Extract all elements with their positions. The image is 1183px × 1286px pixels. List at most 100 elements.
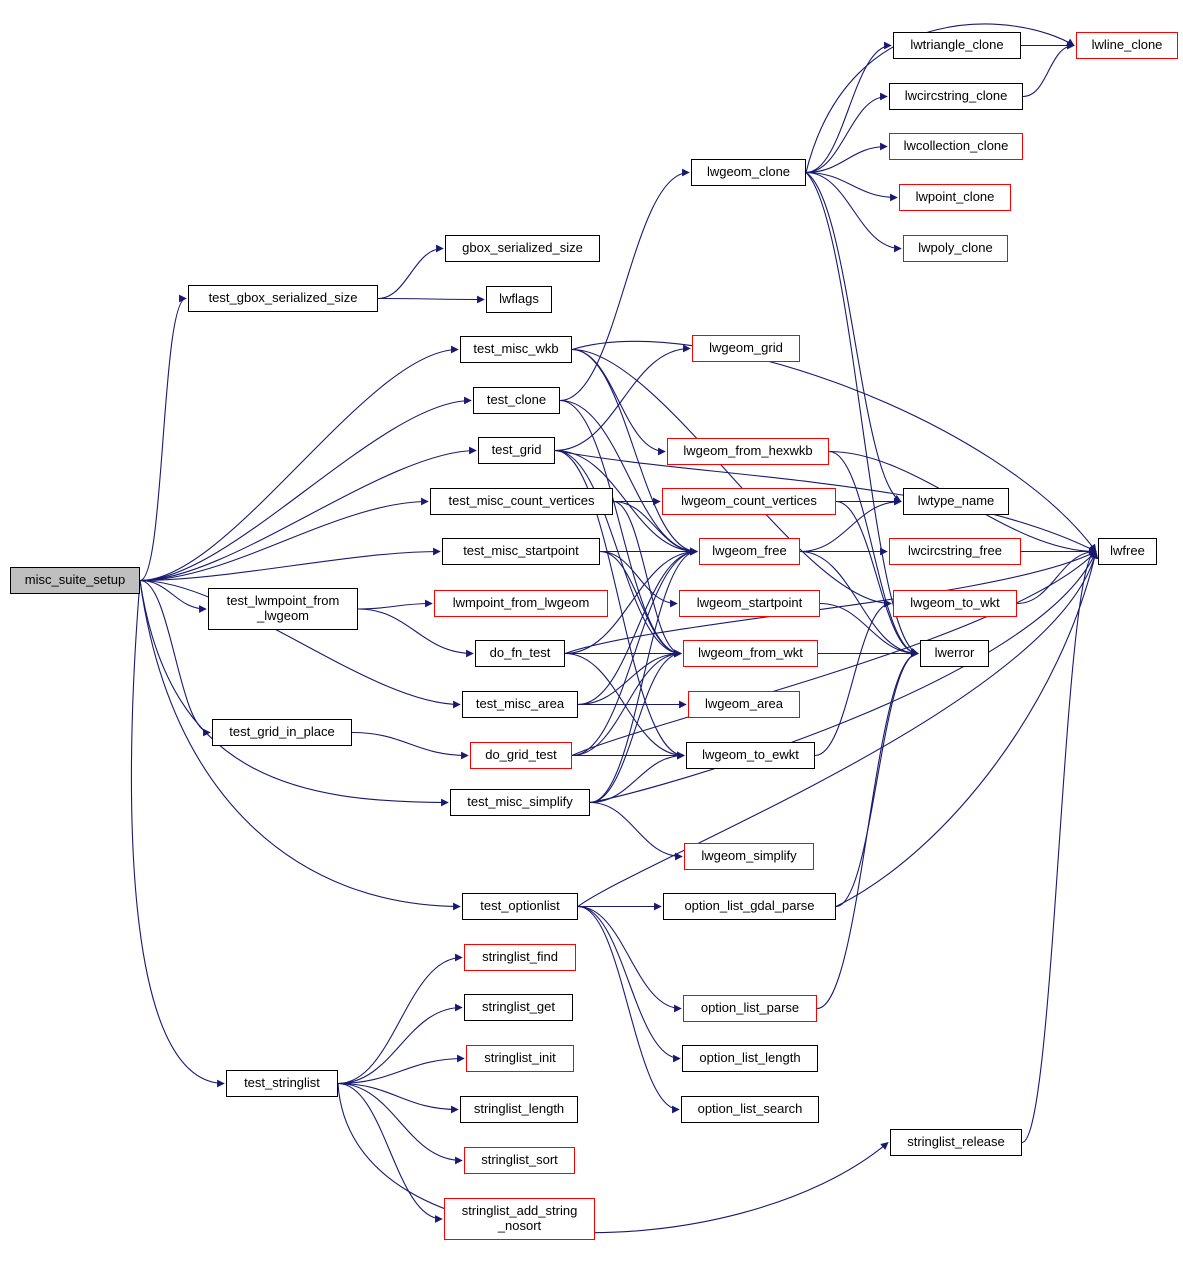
node-label: lwpoint_clone — [915, 189, 995, 205]
node-test_misc_area[interactable]: test_misc_area — [462, 691, 578, 718]
node-lwgeom_count_vertices[interactable]: lwgeom_count_vertices — [662, 488, 836, 515]
node-label: test_clone — [486, 392, 547, 408]
edge-test_misc_wkb-to-lwgeom_to_wkt — [571, 348, 892, 608]
node-lwgeom_clone[interactable]: lwgeom_clone — [691, 159, 806, 186]
node-label: do_grid_test — [485, 747, 557, 763]
node-lwtriangle_clone[interactable]: lwtriangle_clone — [893, 32, 1021, 59]
node-lwerror[interactable]: lwerror — [920, 640, 989, 667]
node-do_fn_test[interactable]: do_fn_test — [475, 640, 565, 667]
node-label: stringlist_add_string _nosort — [461, 1203, 578, 1233]
node-stringlist_find[interactable]: stringlist_find — [464, 944, 576, 971]
edge-test_misc_startpoint-to-lwgeom_from_wkt — [599, 550, 682, 658]
edge-misc_suite_setup-to-test_misc_wkb — [139, 345, 459, 582]
edge-test_stringlist-to-stringlist_add_string_nosort — [337, 1082, 443, 1223]
edge-misc_suite_setup-to-test_clone — [139, 396, 472, 582]
edge-test_misc_simplify-to-lwgeom_to_ewkt — [589, 751, 685, 804]
node-test_grid[interactable]: test_grid — [478, 437, 555, 464]
node-test_grid_in_place[interactable]: test_grid_in_place — [212, 719, 352, 746]
edge-do_grid_test-to-lwgeom_free — [571, 547, 698, 757]
edge-test_stringlist-to-stringlist_sort — [337, 1082, 463, 1165]
node-lwgeom_free[interactable]: lwgeom_free — [699, 538, 800, 565]
node-stringlist_add_string_nosort[interactable]: stringlist_add_string _nosort — [444, 1198, 595, 1240]
node-stringlist_release[interactable]: stringlist_release — [890, 1129, 1022, 1156]
node-label: lwgeom_to_wkt — [910, 595, 1000, 611]
edge-misc_suite_setup-to-test_gbox_serialized_size — [139, 294, 187, 582]
edge-test_optionlist-to-option_list_parse — [577, 905, 682, 1013]
node-label: lwflags — [499, 291, 539, 307]
edge-test_stringlist-to-stringlist_length — [337, 1082, 459, 1114]
edge-do_fn_test-to-lwgeom_free — [564, 547, 698, 655]
node-lwcircstring_clone[interactable]: lwcircstring_clone — [889, 83, 1023, 110]
node-lwline_clone[interactable]: lwline_clone — [1076, 32, 1178, 59]
node-label: option_list_search — [697, 1101, 803, 1117]
node-lwpoly_clone[interactable]: lwpoly_clone — [903, 235, 1008, 262]
node-label: test_stringlist — [244, 1075, 320, 1091]
node-option_list_parse[interactable]: option_list_parse — [683, 995, 817, 1022]
node-stringlist_length[interactable]: stringlist_length — [460, 1096, 578, 1123]
node-label: lwgeom_from_wkt — [698, 645, 803, 661]
node-lwgeom_startpoint[interactable]: lwgeom_startpoint — [679, 590, 820, 617]
node-lwcollection_clone[interactable]: lwcollection_clone — [889, 133, 1023, 160]
node-test_gbox_serialized_size[interactable]: test_gbox_serialized_size — [188, 285, 378, 312]
node-lwflags[interactable]: lwflags — [486, 286, 552, 313]
node-lwcircstring_free[interactable]: lwcircstring_free — [889, 538, 1021, 565]
edge-test_misc_wkb-to-lwgeom_free — [571, 348, 698, 556]
node-test_stringlist[interactable]: test_stringlist — [226, 1070, 338, 1097]
edge-test_lwmpoint_from_lwgeom-to-lwmpoint_from_lwgeom — [357, 599, 433, 610]
node-label: lwtriangle_clone — [910, 37, 1004, 53]
edge-misc_suite_setup-to-test_optionlist — [139, 580, 461, 911]
node-misc_suite_setup[interactable]: misc_suite_setup — [10, 567, 140, 594]
edge-test_grid_in_place-to-do_grid_test — [351, 731, 469, 760]
node-stringlist_get[interactable]: stringlist_get — [464, 994, 573, 1021]
edge-misc_suite_setup-to-test_misc_simplify — [139, 580, 449, 807]
node-test_misc_simplify[interactable]: test_misc_simplify — [450, 789, 590, 816]
node-test_optionlist[interactable]: test_optionlist — [462, 893, 578, 920]
node-label: test_gbox_serialized_size — [208, 290, 358, 306]
node-lwfree[interactable]: lwfree — [1098, 538, 1157, 565]
node-label: lwerror — [934, 645, 975, 661]
node-lwmpoint_from_lwgeom[interactable]: lwmpoint_from_lwgeom — [434, 590, 608, 617]
edge-lwgeom_clone-to-lwcircstring_clone — [805, 92, 888, 174]
node-lwgeom_area[interactable]: lwgeom_area — [688, 691, 800, 718]
node-gbox_serialized_size[interactable]: gbox_serialized_size — [445, 235, 600, 262]
edge-test_misc_simplify-to-lwgeom_from_wkt — [589, 649, 682, 804]
node-lwgeom_to_ewkt[interactable]: lwgeom_to_ewkt — [686, 742, 815, 769]
edge-test_stringlist-to-stringlist_init — [337, 1054, 465, 1085]
node-test_misc_count_vertices[interactable]: test_misc_count_vertices — [430, 488, 613, 515]
edge-lwgeom_clone-to-lwline_clone — [805, 23, 1075, 173]
node-label: lwgeom_area — [704, 696, 784, 712]
node-lwpoint_clone[interactable]: lwpoint_clone — [899, 184, 1011, 211]
node-lwtype_name[interactable]: lwtype_name — [903, 488, 1009, 515]
edge-test_clone-to-lwgeom_from_wkt — [559, 399, 682, 658]
node-option_list_length[interactable]: option_list_length — [682, 1045, 818, 1072]
edge-misc_suite_setup-to-test_grid — [139, 446, 477, 582]
node-label: lwgeom_simplify — [701, 848, 797, 864]
node-stringlist_sort[interactable]: stringlist_sort — [464, 1147, 575, 1174]
node-test_misc_startpoint[interactable]: test_misc_startpoint — [442, 538, 600, 565]
node-label: test_optionlist — [480, 898, 560, 914]
node-option_list_gdal_parse[interactable]: option_list_gdal_parse — [663, 893, 836, 920]
node-stringlist_init[interactable]: stringlist_init — [466, 1045, 574, 1072]
node-test_lwmpoint_from_lwgeom[interactable]: test_lwmpoint_from _lwgeom — [208, 588, 358, 630]
edge-lwgeom_to_wkt-to-lwfree — [1016, 547, 1097, 605]
edge-test_misc_count_vertices-to-lwgeom_free — [612, 500, 698, 556]
node-label: lwgeom_to_ewkt — [702, 747, 799, 763]
node-option_list_search[interactable]: option_list_search — [681, 1096, 819, 1123]
node-label: option_list_length — [699, 1050, 801, 1066]
node-label: stringlist_find — [482, 949, 558, 965]
node-lwgeom_from_wkt[interactable]: lwgeom_from_wkt — [683, 640, 818, 667]
node-label: lwgeom_startpoint — [696, 595, 803, 611]
node-test_clone[interactable]: test_clone — [473, 387, 560, 414]
edge-stringlist_release-to-lwfree — [1021, 547, 1097, 1144]
node-lwgeom_from_hexwkb[interactable]: lwgeom_from_hexwkb — [667, 438, 829, 465]
node-lwgeom_grid[interactable]: lwgeom_grid — [692, 335, 800, 362]
node-do_grid_test[interactable]: do_grid_test — [470, 742, 572, 769]
node-test_misc_wkb[interactable]: test_misc_wkb — [460, 336, 572, 363]
edge-lwgeom_from_hexwkb-to-lwerror — [828, 450, 919, 658]
node-label: test_misc_count_vertices — [448, 493, 595, 509]
node-lwgeom_simplify[interactable]: lwgeom_simplify — [684, 843, 814, 870]
edge-misc_suite_setup-to-test_stringlist — [130, 580, 225, 1088]
node-lwgeom_to_wkt[interactable]: lwgeom_to_wkt — [893, 590, 1017, 617]
edge-lwgeom_clone-to-lwtype_name — [805, 172, 902, 502]
